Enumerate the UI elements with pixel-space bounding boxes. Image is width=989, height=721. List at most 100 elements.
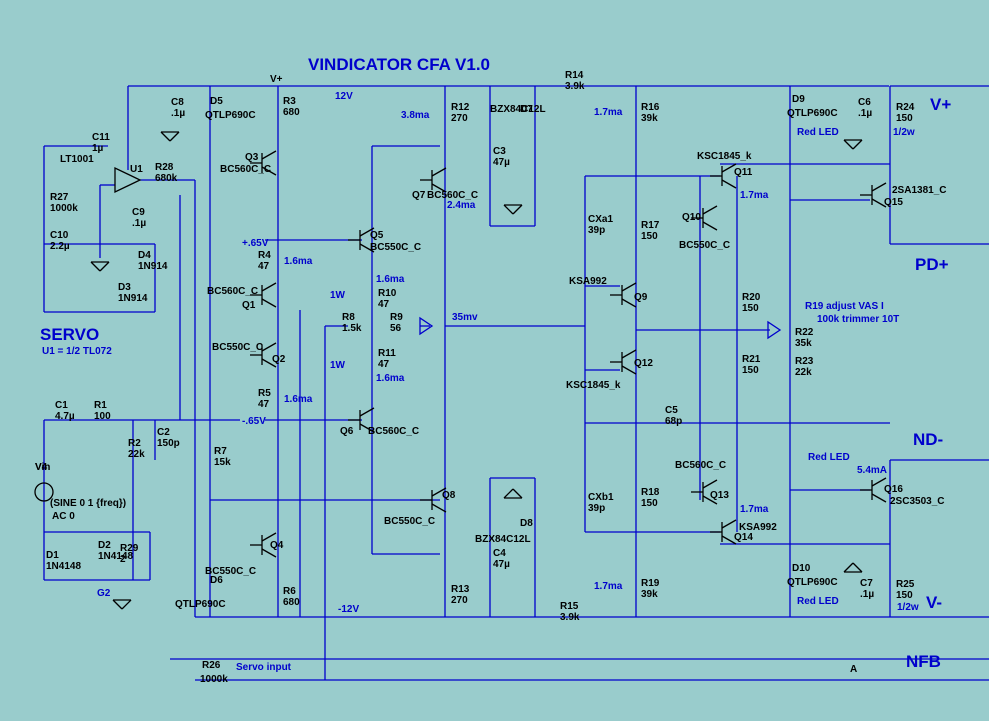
- component-ref-d4: D4: [138, 250, 151, 261]
- component-value-d6: QTLP690C: [175, 599, 226, 610]
- note-half-w-r25: 1/2w: [897, 602, 919, 613]
- current-label: 1.6ma: [284, 256, 313, 267]
- component-ref-r20: R20: [742, 292, 761, 303]
- component-ref-q10: Q10: [682, 212, 701, 223]
- component-ref-d1: D1: [46, 550, 59, 561]
- component-ref-r10: R10: [378, 288, 397, 299]
- component-ref-q5: Q5: [370, 230, 384, 241]
- component-ref-r12: R12: [451, 102, 470, 113]
- u1-note: U1 = 1/2 TL072: [42, 346, 112, 357]
- component-ref-q11: Q11: [734, 167, 753, 178]
- component-ref-r17: R17: [641, 220, 660, 231]
- component-value-d8: BZX84C12L: [475, 534, 531, 545]
- current-label: 1.7ma: [594, 581, 623, 592]
- component-ref-r6: R6: [283, 586, 296, 597]
- component-ref-q3: Q3: [245, 152, 259, 163]
- component-value-r16: 39k: [641, 113, 658, 124]
- component-value-r10: 47: [378, 299, 390, 310]
- component-ref-d8: D8: [520, 518, 533, 529]
- component-ref-cxb1: CXb1: [588, 492, 614, 503]
- component-ref-c2: C2: [157, 427, 170, 438]
- component-ref-d6: D6: [210, 575, 223, 586]
- node-a: A: [850, 664, 857, 675]
- component-ref-r29: R29: [120, 543, 139, 554]
- component-value-q5: BC550C_C: [370, 242, 421, 253]
- component-value-r24: 150: [896, 113, 913, 124]
- component-ref-r25: R25: [896, 579, 915, 590]
- component-ref-d7: D7: [520, 104, 533, 115]
- current-labels: 3.8ma 2.4ma 1.6ma 1.6ma 1.6ma 1.6ma 1.7m…: [284, 107, 769, 592]
- net-labels: V+ 12V -12V +.65V -.65V 35mv V+ V- PD+ N…: [40, 74, 951, 675]
- component-value-q1: BC560C_C: [207, 286, 258, 297]
- component-value-c11: 1µ: [92, 143, 104, 154]
- component-value-r7: 15k: [214, 457, 231, 468]
- component-value-q11: KSC1845_k: [697, 151, 752, 162]
- component-ref-c9: C9: [132, 207, 145, 218]
- component-value-r19: 39k: [641, 589, 658, 600]
- net-g2: G2: [97, 588, 111, 599]
- component-value-q3: BC560C_C: [220, 164, 271, 175]
- component-ref-q16: Q16: [884, 484, 903, 495]
- component-ref-q9: Q9: [634, 292, 648, 303]
- component-value-v4: Vin: [35, 462, 50, 473]
- wires: [43, 85, 989, 681]
- current-label: 1.7ma: [594, 107, 623, 118]
- component-value-r12: 270: [451, 113, 468, 124]
- component-value-q9: KSA992: [569, 276, 607, 287]
- note-redled-d10: Red LED: [797, 596, 839, 607]
- component-ref-q13: Q13: [710, 490, 729, 501]
- component-ref-d9: D9: [792, 94, 805, 105]
- component-value-r29: 2: [120, 554, 126, 565]
- rail-neg12v: -12V: [338, 604, 359, 615]
- component-value-r9: 56: [390, 323, 402, 334]
- component-value-q10: BC550C_C: [679, 240, 730, 251]
- component-value-c3: 47µ: [493, 157, 510, 168]
- component-value-r17: 150: [641, 231, 658, 242]
- component-value-c6: .1µ: [858, 108, 872, 119]
- component-ref-q1: Q1: [242, 300, 256, 311]
- component-ref-r3: R3: [283, 96, 296, 107]
- component-value-c1: 4.7µ: [55, 411, 75, 422]
- component-value-r27: 1000k: [50, 203, 78, 214]
- component-ref-q15: Q15: [884, 197, 903, 208]
- component-value-q8: BC550C_C: [384, 516, 435, 527]
- current-label: 1.6ma: [284, 394, 313, 405]
- component-ref-r22: R22: [795, 327, 814, 338]
- current-label: 1.6ma: [376, 274, 405, 285]
- component-value-cxa1: 39p: [588, 225, 605, 236]
- component-value-q2: BC550C_C: [212, 342, 263, 353]
- component-value-q15: 2SA1381_C: [892, 185, 946, 196]
- component-value-r20: 150: [742, 303, 759, 314]
- component-ref-r11: R11: [378, 348, 396, 359]
- component-ref-c8: C8: [171, 97, 184, 108]
- component-ref-d3: D3: [118, 282, 131, 293]
- source-line1: (SINE 0 1 {freq}): [50, 498, 126, 509]
- component-ref-r21: R21: [742, 354, 761, 365]
- net-ndminus: ND-: [913, 430, 943, 449]
- component-ref-r5: R5: [258, 388, 271, 399]
- component-value-q12: KSC1845_k: [566, 380, 621, 391]
- component-ref-c6: C6: [858, 97, 871, 108]
- component-value-d5: QTLP690C: [205, 110, 256, 121]
- net-servo: SERVO: [40, 325, 99, 344]
- component-ref-d5: D5: [210, 96, 223, 107]
- note-half-w-r24: 1/2w: [893, 127, 915, 138]
- component-value-r11: 47: [378, 359, 390, 370]
- note-redled-d9: Red LED: [797, 127, 839, 138]
- component-value-q7: BC560C_C: [427, 190, 478, 201]
- current-label: 1.7ma: [740, 504, 769, 515]
- current-label: 3.8ma: [401, 110, 430, 121]
- component-value-c8: .1µ: [171, 108, 185, 119]
- component-ref-r28: R28: [155, 162, 174, 173]
- component-value-c7: .1µ: [860, 589, 874, 600]
- component-ref-v4: V4: [35, 462, 48, 473]
- component-value-d7: BZX84C12L: [490, 104, 546, 115]
- component-ref-c3: C3: [493, 146, 506, 157]
- component-ref-c10: C10: [50, 230, 69, 241]
- component-value-r1: 100: [94, 411, 111, 422]
- current-label: 1.6ma: [376, 373, 405, 384]
- component-ref-r24: R24: [896, 102, 915, 113]
- component-ref-r23: R23: [795, 356, 814, 367]
- note-1w-a: 1W: [330, 290, 346, 301]
